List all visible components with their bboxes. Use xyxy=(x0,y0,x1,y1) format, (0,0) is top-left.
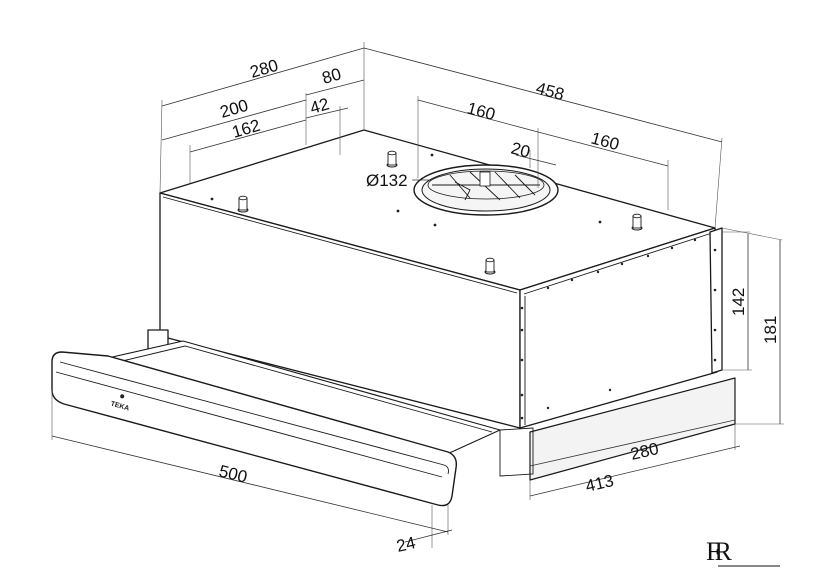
ext-line xyxy=(714,137,723,229)
front-rivets xyxy=(520,248,717,420)
hood-body xyxy=(147,129,736,481)
label-80: 80 xyxy=(320,64,343,87)
logo-text: FR xyxy=(706,537,732,566)
label-20: 20 xyxy=(509,139,532,162)
dim-413 xyxy=(529,445,741,497)
visor-bar-highlight-2 xyxy=(55,371,443,478)
brand-text: TEKA xyxy=(110,401,130,413)
dim-20 xyxy=(515,154,557,166)
side-dot xyxy=(693,238,697,242)
label-42: 42 xyxy=(308,94,331,117)
side-dot xyxy=(608,388,612,392)
fan-outlet xyxy=(413,164,559,216)
rivet xyxy=(713,358,717,362)
screw xyxy=(386,150,398,168)
dim-200 xyxy=(161,99,307,141)
label-181: 181 xyxy=(761,316,780,344)
logo: FR xyxy=(706,537,780,567)
label-500: 500 xyxy=(217,461,249,486)
label-142: 142 xyxy=(729,288,748,316)
edge-chamfer-side xyxy=(523,232,713,295)
rivet xyxy=(713,328,717,332)
side-dot xyxy=(620,262,624,266)
side-dot xyxy=(546,286,550,290)
side-dots xyxy=(546,238,697,410)
pull-out-visor: TEKA xyxy=(51,340,501,507)
label-413: 413 xyxy=(584,471,616,496)
side-dot xyxy=(570,278,574,282)
side-dot xyxy=(670,246,674,250)
label-280-top: 280 xyxy=(248,56,281,82)
edge-chamfer-front xyxy=(162,196,518,294)
dim-458 xyxy=(363,47,723,143)
side-dot xyxy=(646,254,650,258)
visor-front-bar xyxy=(51,351,458,507)
fan-hub xyxy=(479,171,491,187)
dim-160-left xyxy=(417,99,539,133)
screw xyxy=(484,257,496,275)
rivet xyxy=(520,358,524,362)
dimension-lines xyxy=(51,42,784,548)
side-dot xyxy=(546,406,550,410)
dim-80 xyxy=(305,79,365,96)
rivet xyxy=(713,248,717,252)
dim-500 xyxy=(51,435,449,533)
dim-280-top xyxy=(161,47,365,107)
fan-damper xyxy=(454,181,471,201)
rivet xyxy=(520,328,524,332)
rivet xyxy=(713,288,717,292)
dim-162 xyxy=(189,119,307,153)
label-200: 200 xyxy=(218,96,251,122)
label-160-right: 160 xyxy=(589,129,621,155)
rivet xyxy=(520,306,524,310)
rivet xyxy=(520,416,524,420)
side-dot xyxy=(596,270,600,274)
dim-42 xyxy=(305,107,349,119)
brand-mark: TEKA xyxy=(110,394,130,413)
screw xyxy=(631,213,643,231)
outlet-flange xyxy=(427,170,545,200)
visor-bar-highlight xyxy=(59,361,449,475)
dim-280-bottom xyxy=(529,419,736,467)
brand-dot xyxy=(120,394,125,399)
screw xyxy=(237,195,249,213)
mounting-screws xyxy=(210,150,643,275)
ext-line xyxy=(159,99,163,194)
label-458: 458 xyxy=(534,79,566,105)
label-160-left: 160 xyxy=(465,99,497,125)
rivet xyxy=(520,393,524,397)
visor-tray-inner xyxy=(117,345,493,433)
label-24: 24 xyxy=(395,533,418,556)
tray-bracket xyxy=(499,427,534,477)
dim-24 xyxy=(404,529,453,543)
ext-line xyxy=(721,227,783,241)
label-diameter-132: Ø132 xyxy=(366,171,408,190)
dim-160-right xyxy=(537,131,669,167)
